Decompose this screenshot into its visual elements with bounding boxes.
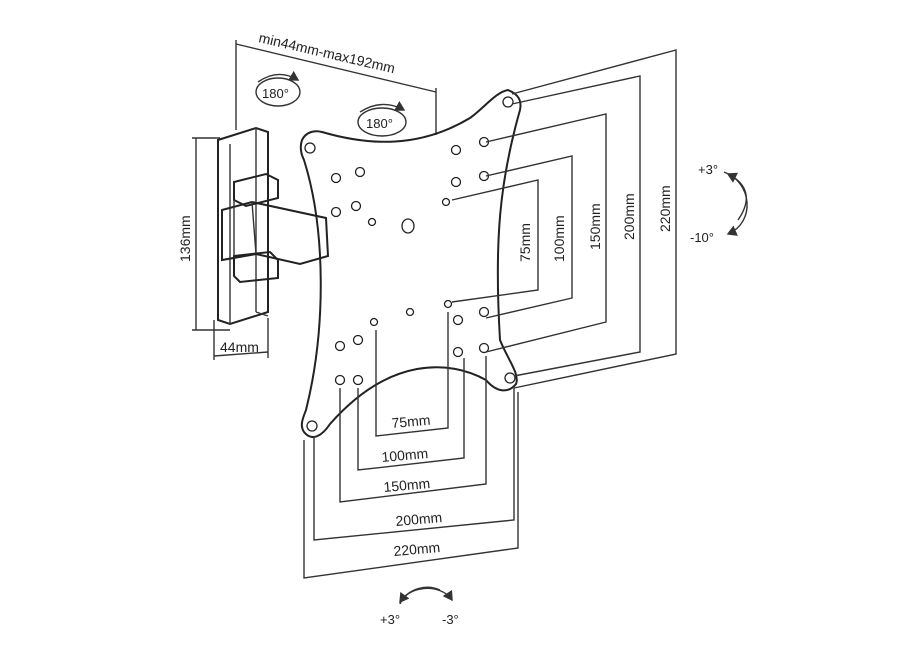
vesa-h-150-label: 150mm: [383, 475, 431, 495]
tilt-down-label: -10°: [690, 230, 714, 245]
depth-label: min44mm-max192mm: [257, 29, 396, 76]
tilt-indicator: +3° -10°: [690, 162, 748, 245]
tilt-up-label: +3°: [698, 162, 718, 177]
wall-plate-height-dimension: 136mm: [177, 137, 230, 331]
vesa-v-150-label: 150mm: [587, 203, 603, 250]
vesa-h-75-label: 75mm: [391, 412, 431, 431]
rotation-indicator: +3° -3°: [380, 586, 459, 627]
vesa-h-200-label: 200mm: [395, 509, 443, 529]
wall-plate-height-label: 136mm: [177, 215, 193, 262]
vesa-plate: [299, 88, 522, 439]
vesa-h-220-label: 220mm: [393, 539, 441, 559]
swivel-arm: [221, 172, 330, 284]
swivel-arm-label: 180°: [262, 86, 289, 101]
vesa-v-75-label: 75mm: [517, 223, 533, 262]
mounting-holes: [304, 96, 516, 432]
wall-plate-width-dimension: 44mm: [213, 318, 269, 360]
wall-plate: [217, 126, 269, 326]
vesa-v-220-label: 220mm: [657, 185, 673, 232]
vesa-v-200-label: 200mm: [621, 193, 637, 240]
wall-plate-width-label: 44mm: [220, 339, 259, 355]
swivel-arm-indicator: 180°: [255, 70, 301, 107]
swivel-plate-label: 180°: [366, 116, 393, 131]
vesa-horizontal-dimensions: 75mm 100mm 150mm 200mm 220mm: [303, 312, 519, 579]
rotate-left-label: +3°: [380, 612, 400, 627]
rotate-right-label: -3°: [442, 612, 459, 627]
vesa-h-100-label: 100mm: [381, 445, 429, 465]
vesa-vertical-dimensions: 75mm 100mm 150mm 200mm 220mm: [451, 49, 677, 389]
vesa-v-100-label: 100mm: [551, 215, 567, 262]
swivel-plate-indicator: 180°: [357, 101, 407, 137]
